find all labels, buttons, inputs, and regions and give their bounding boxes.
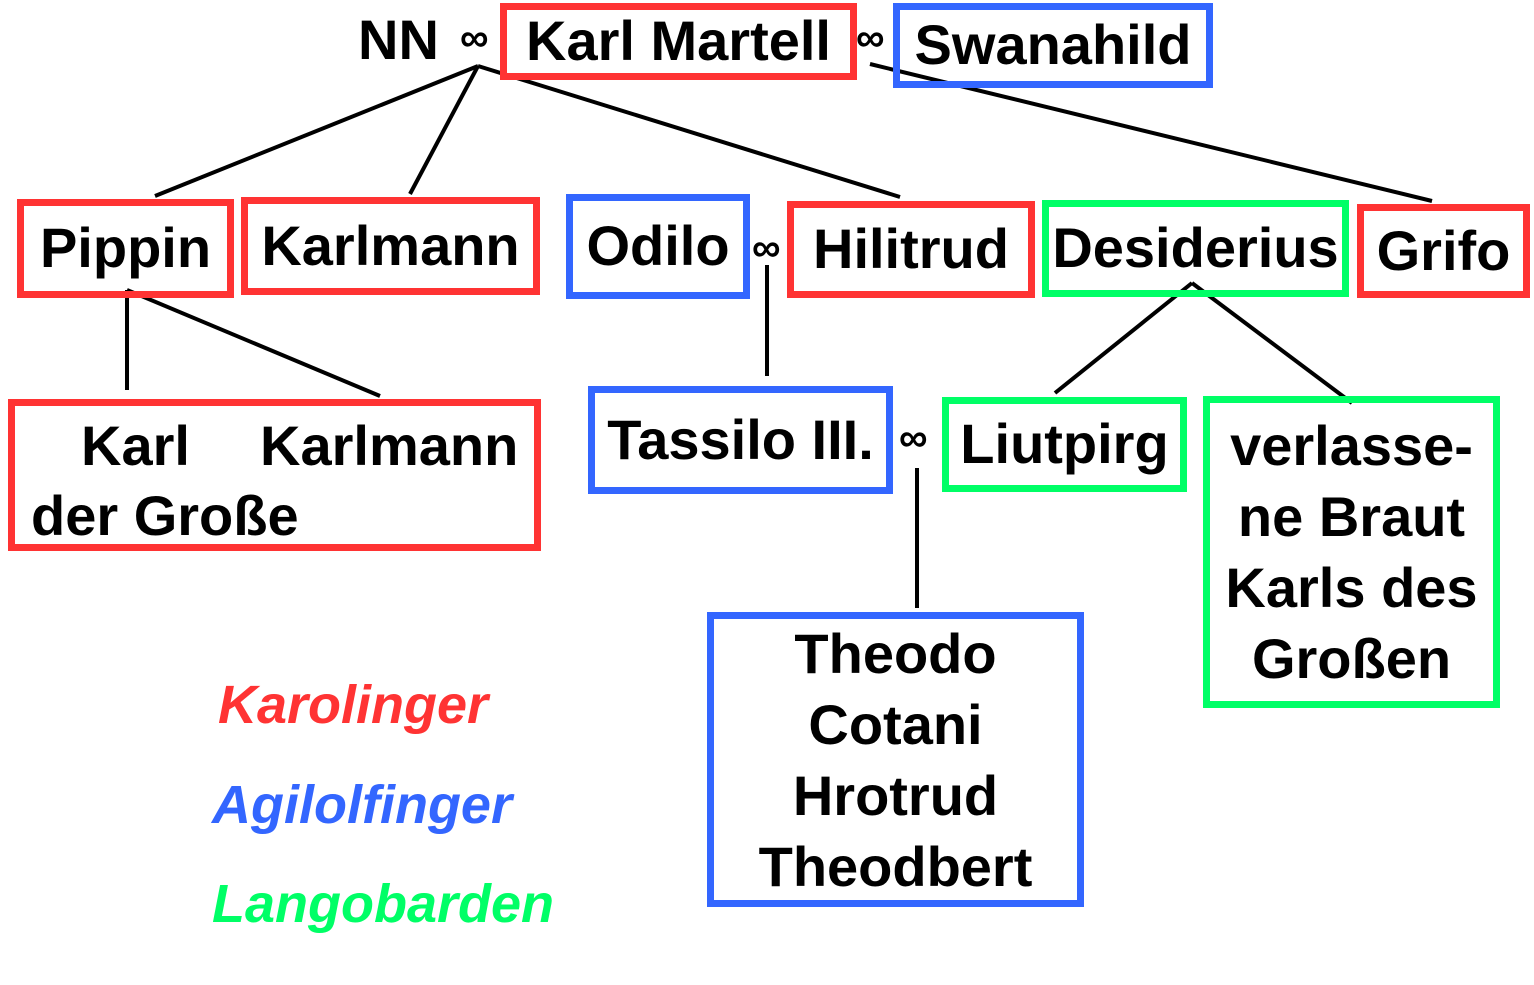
- text-line: Großen: [1251, 627, 1452, 690]
- person-liutpirg: Liutpirg: [942, 397, 1187, 492]
- text-line: ne Braut: [1237, 485, 1466, 548]
- name: Odilo: [586, 214, 730, 278]
- name: Liutpirg: [960, 412, 1169, 476]
- persons-karl-karlmann: Karl Karlmann der Große: [8, 399, 541, 551]
- text-line: Karls des: [1225, 556, 1478, 619]
- person-tassilo: Tassilo III.: [588, 386, 893, 494]
- person-pippin: Pippin: [17, 199, 234, 298]
- line-desiderius-liutpirg: [1053, 281, 1194, 395]
- person-karl-epithet: der Große: [31, 484, 299, 547]
- person-odilo: Odilo: [566, 194, 750, 299]
- name: Pippin: [39, 216, 212, 280]
- person-theodo: Theodo: [794, 621, 997, 685]
- name: Karl Martell: [526, 9, 831, 73]
- person-desiderius: Desiderius: [1042, 200, 1349, 297]
- person-hilitrud: Hilitrud: [787, 201, 1035, 298]
- marriage-symbol: ∞: [856, 16, 885, 60]
- person-karl: Karl: [81, 414, 190, 477]
- name: Desiderius: [1052, 216, 1339, 280]
- name: Tassilo III.: [607, 407, 874, 471]
- legend-agilolfinger: Agilolfinger: [212, 775, 512, 835]
- person-verlassene-braut: verlasse- ne Braut Karls des Großen: [1203, 396, 1500, 708]
- line-nn-pippin: [154, 64, 479, 198]
- line-desiderius-braut: [1190, 281, 1354, 405]
- marriage-symbol: ∞: [899, 416, 928, 460]
- persons-tassilo-children: Theodo Cotani Hrotrud Theodbert: [707, 612, 1084, 907]
- name: Swanahild: [914, 13, 1192, 77]
- line-nn-hilitrud: [477, 64, 901, 199]
- line-nn-karlmann: [408, 65, 480, 195]
- person-hrotrud: Hrotrud: [792, 763, 999, 827]
- person-karlmann: Karlmann: [241, 197, 540, 295]
- person-nn: NN: [358, 8, 439, 71]
- legend-langobarden: Langobarden: [212, 874, 555, 934]
- name: Karlmann: [261, 213, 520, 277]
- person-karlmann: Karlmann: [260, 414, 519, 477]
- line-pippin-karlmann: [126, 288, 381, 398]
- person-swanahild: Swanahild: [893, 3, 1213, 88]
- name: Grifo: [1376, 218, 1511, 282]
- legend-karolinger: Karolinger: [218, 675, 489, 735]
- person-theodbert: Theodbert: [758, 834, 1033, 898]
- person-karl-martell: Karl Martell: [500, 3, 857, 80]
- person-grifo: Grifo: [1357, 204, 1530, 298]
- name: Hilitrud: [813, 217, 1009, 281]
- person-cotani: Cotani: [808, 692, 983, 756]
- marriage-symbol: ∞: [752, 226, 781, 270]
- marriage-symbol: ∞: [460, 16, 489, 60]
- text-line: verlasse-: [1230, 414, 1473, 477]
